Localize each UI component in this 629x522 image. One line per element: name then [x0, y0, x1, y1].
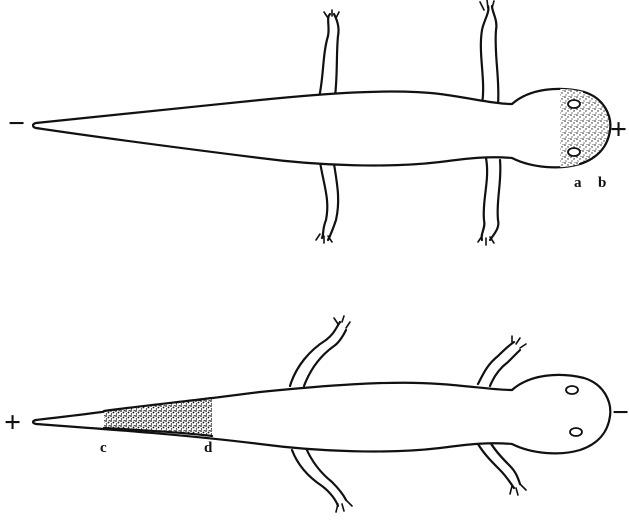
- top-eye-upper: [568, 100, 580, 108]
- bottom-front-upper-limb: [478, 342, 520, 386]
- bottom-label-d: d: [204, 440, 213, 456]
- bottom-hind-upper-limb: [290, 322, 346, 386]
- top-hind-upper-limb: [318, 14, 339, 104]
- top-front-lower-limb: [482, 158, 501, 240]
- bottom-salamander: [33, 316, 610, 512]
- top-label-b: b: [598, 175, 606, 191]
- top-salamander: [33, 0, 620, 245]
- bottom-front-lower-limb: [478, 442, 520, 488]
- top-front-upper-limb: [481, 6, 499, 104]
- bottom-eye-lower: [570, 428, 582, 436]
- bottom-label-c: c: [100, 440, 107, 456]
- bottom-hind-lower-limb: [292, 448, 346, 506]
- top-label-a: a: [574, 175, 582, 191]
- top-eye-lower: [568, 148, 580, 156]
- bottom-left-sign: +: [4, 406, 21, 439]
- top-left-sign: −: [8, 107, 25, 140]
- top-body-outline: [33, 89, 610, 167]
- top-right-sign: +: [610, 113, 627, 146]
- bottom-right-sign: −: [612, 396, 629, 429]
- top-hind-lower-limb: [320, 162, 338, 240]
- bottom-eye-upper: [566, 386, 578, 394]
